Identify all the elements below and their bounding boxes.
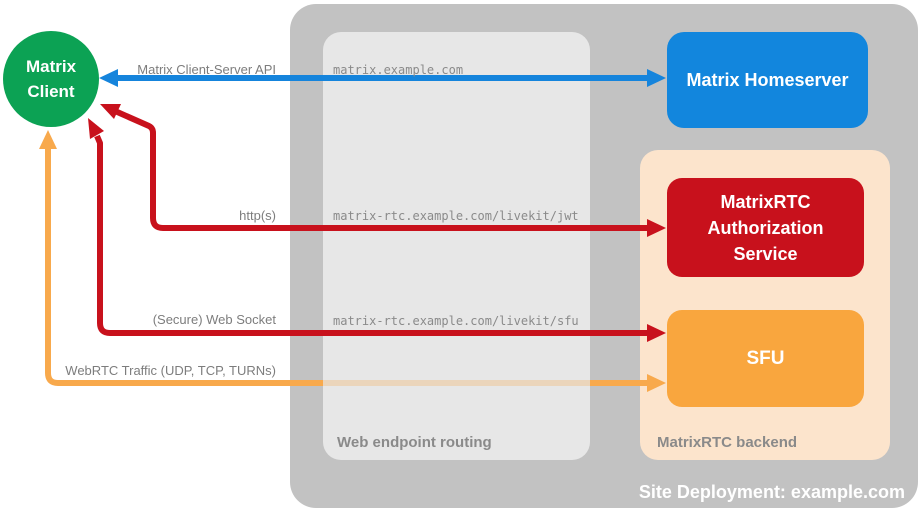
matrixrtc-backend-caption: MatrixRTC backend — [657, 434, 798, 451]
jwt-route-label: matrix-rtc.example.com/livekit/jwt — [333, 209, 579, 223]
client-server-api-edge-label: Matrix Client-Server API — [137, 62, 276, 77]
matrix-homeserver-label: Matrix Homeserver — [686, 69, 849, 90]
webrtc-edge-label: WebRTC Traffic (UDP, TCP, TURNs) — [65, 363, 276, 378]
sfu-route-label: matrix-rtc.example.com/livekit/sfu — [333, 314, 579, 328]
sfu-label: SFU — [746, 347, 785, 369]
homeserver-route-label: matrix.example.com — [333, 63, 464, 77]
matrixrtc-auth-service-node: MatrixRTC Authorization Service — [667, 178, 864, 277]
matrix-homeserver-node: Matrix Homeserver — [667, 32, 868, 128]
matrixrtc-auth-service-label: MatrixRTC Authorization Service — [707, 191, 824, 264]
arrowhead-client-icon — [39, 130, 57, 149]
arrowhead-client-icon — [100, 104, 121, 119]
websocket-edge-label: (Secure) Web Socket — [152, 312, 276, 327]
web-endpoint-routing-container — [323, 32, 590, 460]
sfu-node: SFU — [667, 310, 864, 407]
web-endpoint-routing-caption: Web endpoint routing — [337, 434, 492, 451]
https-edge-label: http(s) — [239, 208, 276, 223]
matrix-client-node: Matrix Client — [3, 31, 99, 127]
site-deployment-caption: Site Deployment: example.com — [638, 482, 905, 502]
arrowhead-client-icon — [88, 118, 104, 139]
matrix-client-label: Matrix Client — [25, 57, 77, 101]
